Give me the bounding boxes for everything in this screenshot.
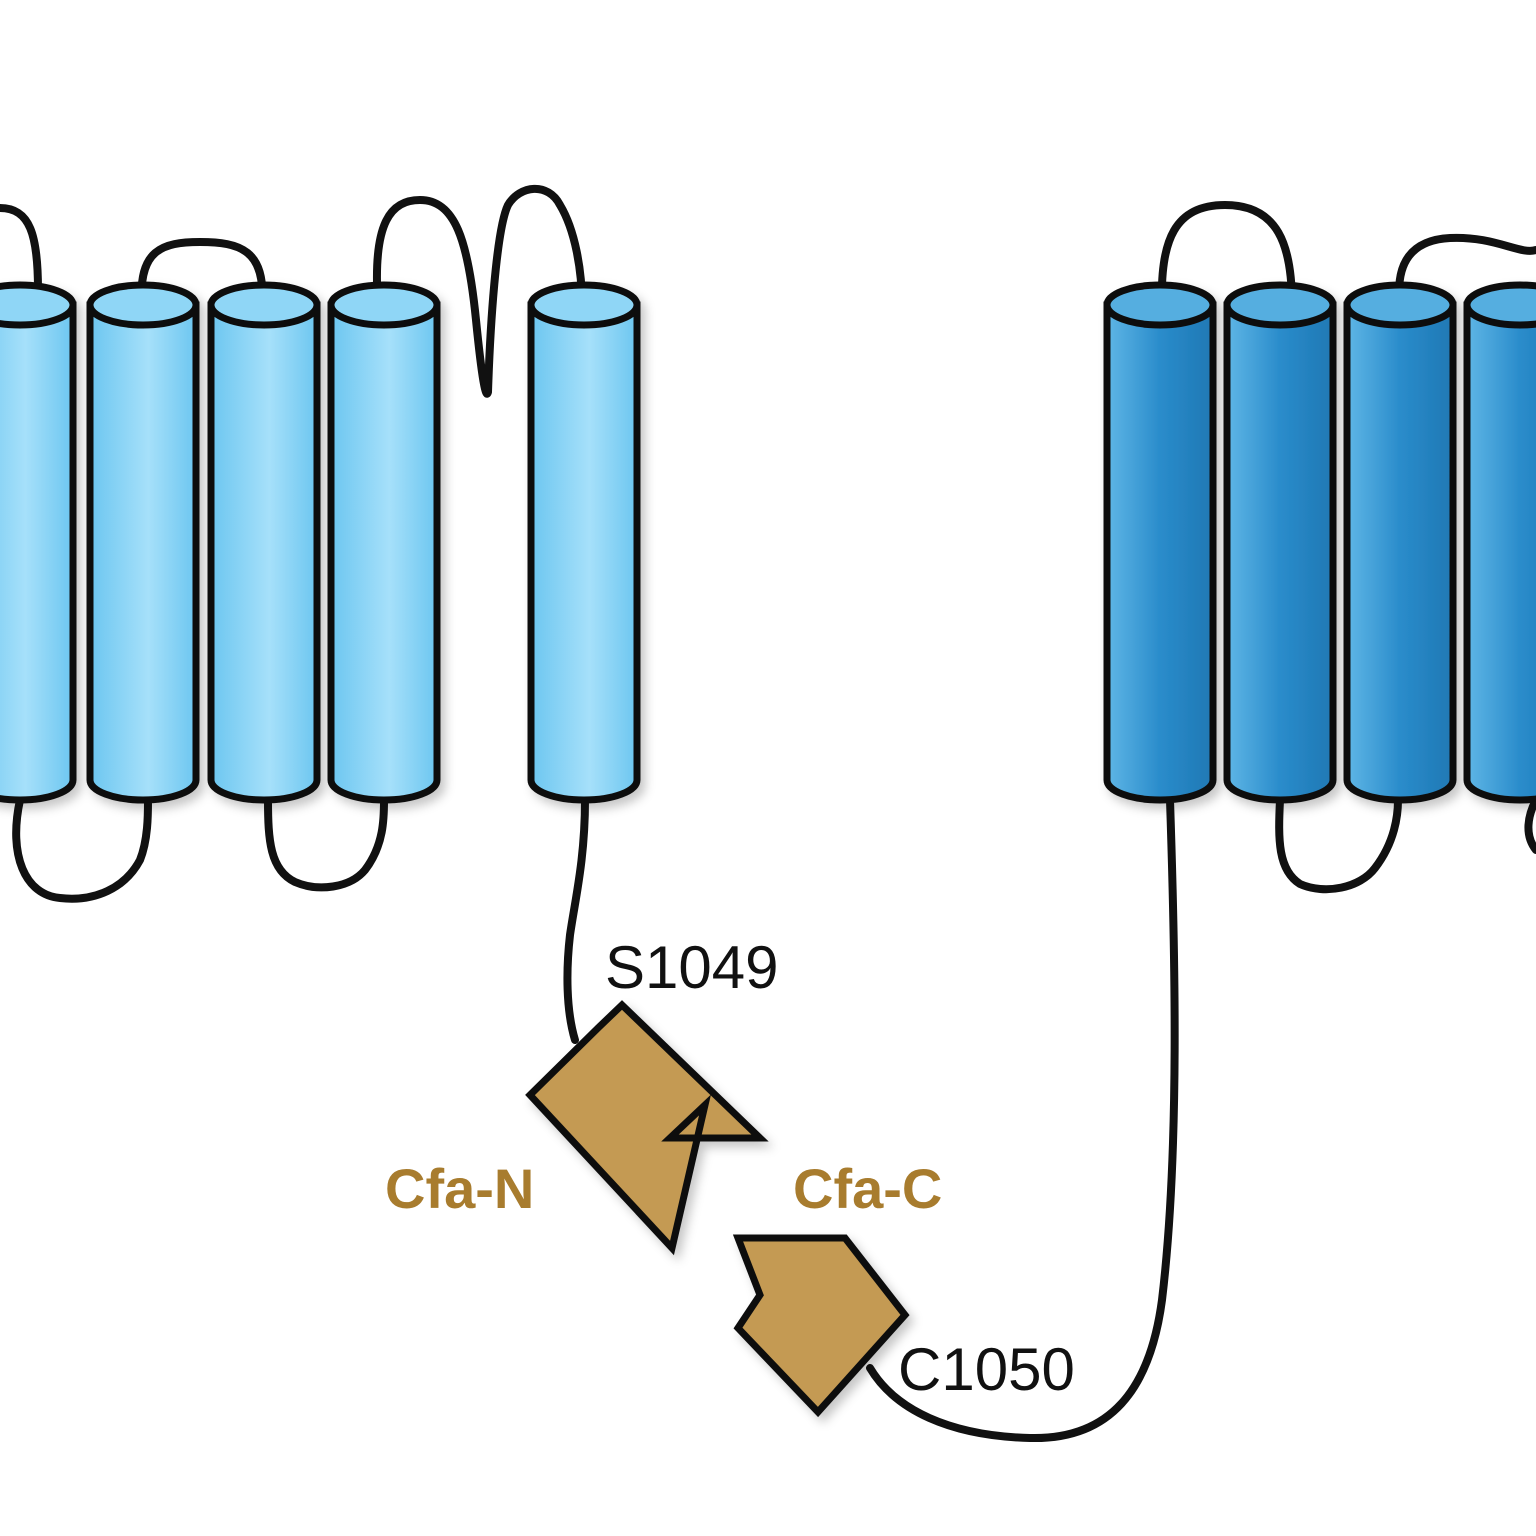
- loops: [0, 184, 1536, 1443]
- helix-right-3: [1343, 281, 1457, 804]
- helix-left-5-cap: [527, 281, 641, 329]
- helix-right-1-body: [1103, 301, 1217, 804]
- label-c1050: C1050: [898, 1336, 1075, 1403]
- helix-right-2: [1223, 281, 1337, 804]
- cfa-c-icon: [732, 1234, 910, 1418]
- helix-right-4: [1463, 281, 1536, 804]
- loop-extracellular-2: [137, 238, 267, 309]
- helix-left-1-cap: [0, 281, 77, 329]
- loop-intracellular-2: [264, 796, 388, 892]
- loop-intracellular-1: [12, 796, 152, 903]
- loop-tail-to-cfa-n: [563, 796, 589, 1044]
- helix-left-2-body: [86, 301, 200, 804]
- helix-right-4-body: [1463, 301, 1536, 804]
- loop-tail-from-cfa-c: [866, 796, 1179, 1443]
- label-cfa-c: Cfa-C: [793, 1157, 942, 1220]
- helix-left-3-cap: [207, 281, 321, 329]
- loop-extracellular-1: [0, 204, 42, 294]
- helix-right-3-body: [1343, 301, 1457, 804]
- helix-right-1: [1103, 281, 1217, 804]
- loop-extracellular-3: [373, 184, 586, 398]
- helix-right-2-cap: [1223, 281, 1337, 329]
- helix-left-1: [0, 281, 77, 804]
- label-cfa-n: Cfa-N: [385, 1157, 534, 1220]
- loop-extracellular-r2: [1395, 233, 1536, 309]
- helix-right-1-cap: [1103, 281, 1217, 329]
- right-protein: [1103, 281, 1536, 804]
- helix-left-4: [327, 281, 441, 804]
- helix-left-2: [86, 281, 200, 804]
- loop-extracellular-r1: [1157, 201, 1296, 309]
- helix-left-5-body: [527, 301, 641, 804]
- helix-right-2-body: [1223, 301, 1337, 804]
- split-intein: [525, 1000, 910, 1418]
- helix-right-4-cap: [1463, 281, 1536, 329]
- helix-left-4-cap: [327, 281, 441, 329]
- loop-intracellular-r1: [1275, 796, 1402, 894]
- loop-intracellular-r2: [1524, 796, 1536, 854]
- helix-left-5: [527, 281, 641, 804]
- helix-right-3-cap: [1343, 281, 1457, 329]
- cfa-n-icon: [525, 1000, 769, 1256]
- helix-left-3: [207, 281, 321, 804]
- helix-left-3-body: [207, 301, 321, 804]
- helix-left-2-cap: [86, 281, 200, 329]
- helix-left-1-body: [0, 301, 77, 804]
- left-protein: [0, 281, 641, 804]
- helix-left-4-body: [327, 301, 441, 804]
- label-s1049: S1049: [605, 934, 779, 1001]
